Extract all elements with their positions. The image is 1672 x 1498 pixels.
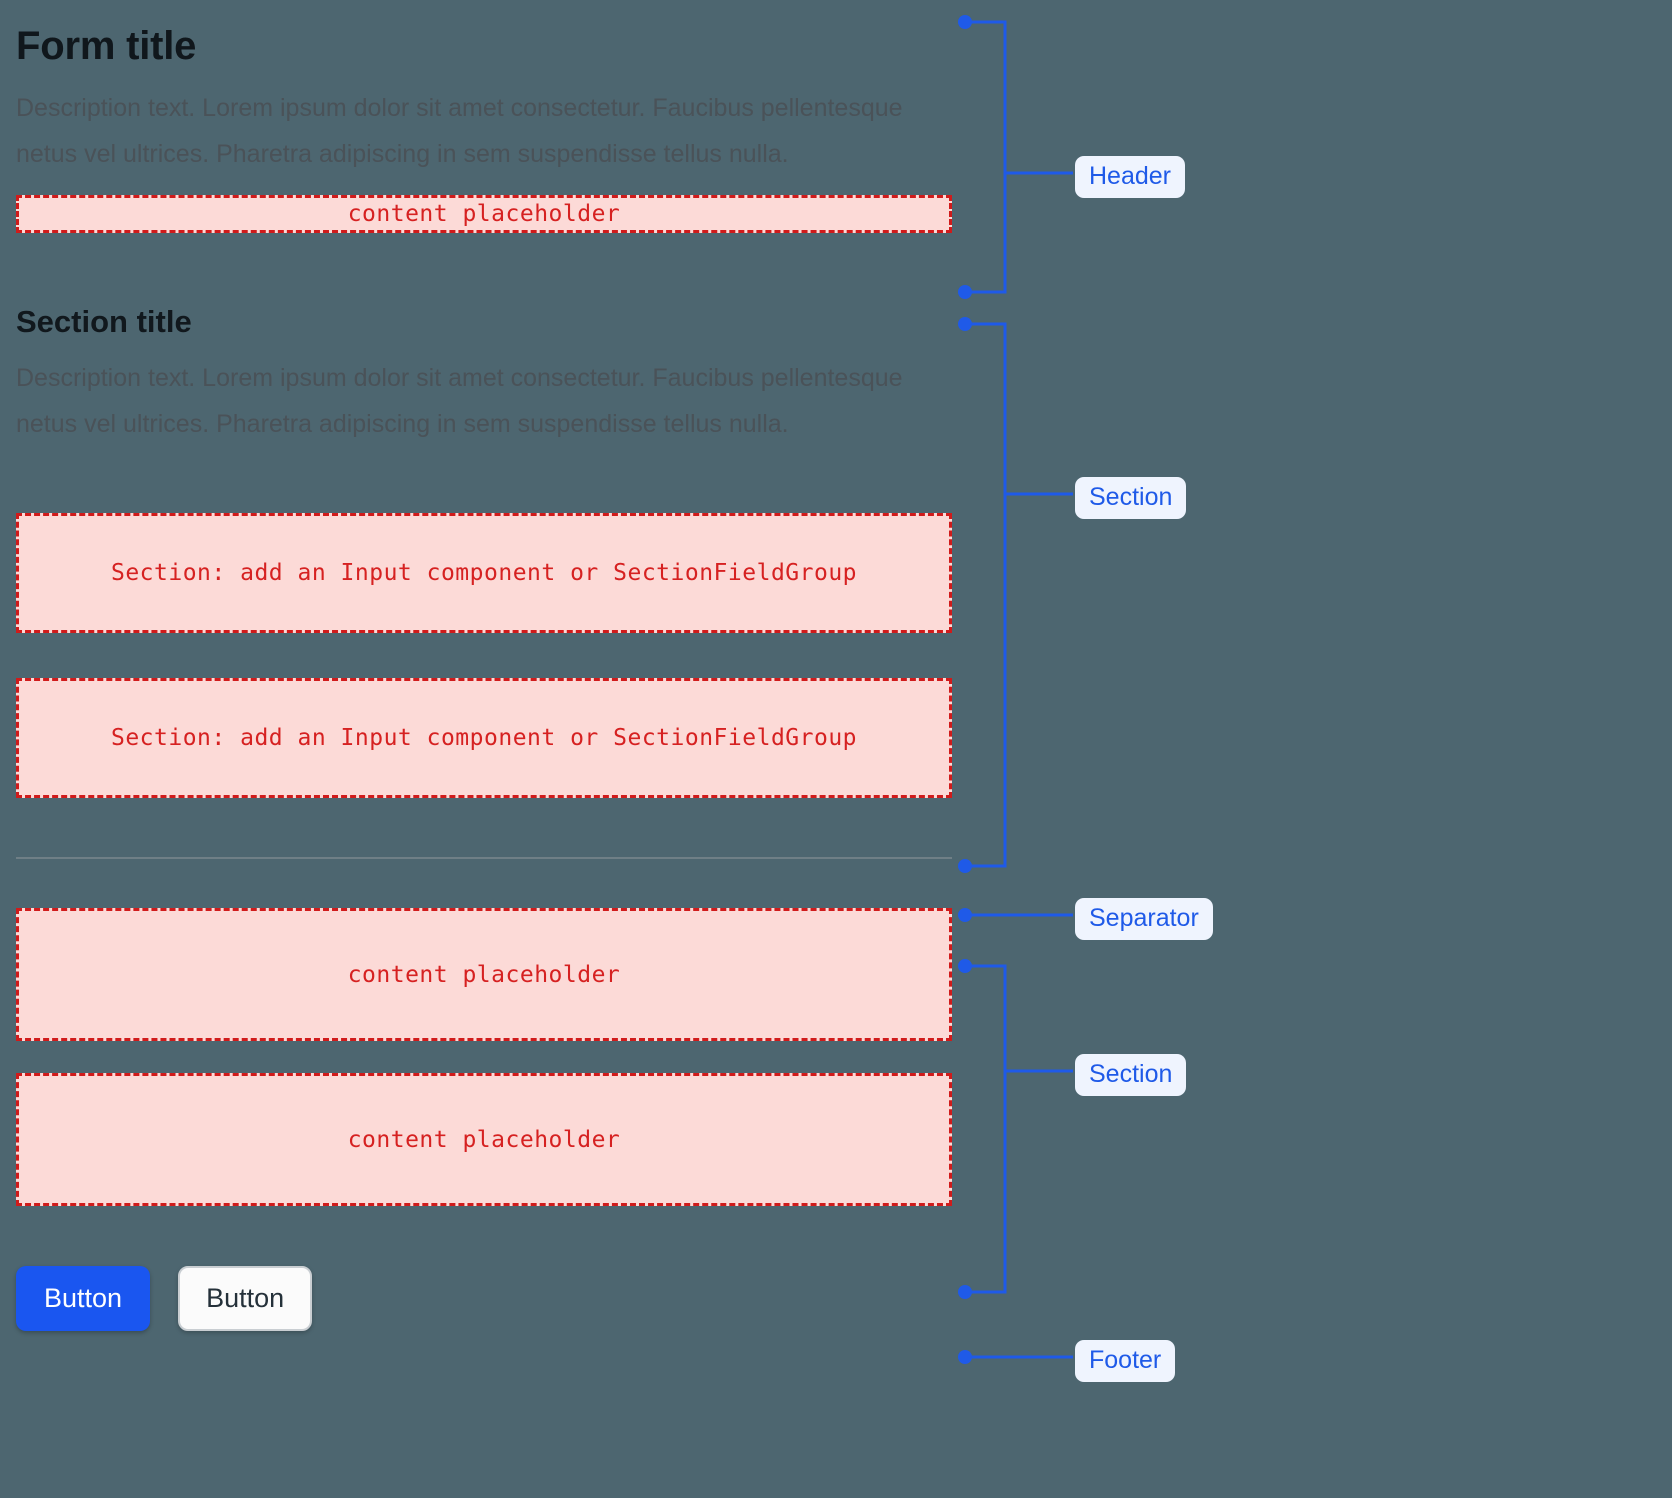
section-two-placeholder-2-label: content placeholder (347, 1126, 621, 1153)
annotation-bracket-header (958, 15, 1073, 299)
annotation-bracket-section-two (958, 959, 1073, 1299)
page-title: Form title (16, 24, 197, 68)
bracket-dot (958, 908, 972, 922)
annotation-badge-section-one[interactable]: Section (1075, 477, 1187, 519)
section-two-placeholder-1-label: content placeholder (347, 961, 621, 988)
footer-actions: Button Button (16, 1266, 952, 1332)
annotation-leader-separator (958, 908, 1073, 922)
separator (16, 857, 952, 860)
section-title: Section title (16, 304, 192, 339)
section-description: Description text. Lorem ipsum dolor sit … (16, 364, 903, 438)
annotation-badge-section-two[interactable]: Section (1075, 1054, 1187, 1096)
header-placeholder-label: content placeholder (347, 201, 621, 227)
bracket-dot (958, 959, 972, 973)
bracket-dot (958, 859, 972, 873)
section-field-placeholder-2: Section: add an Input component or Secti… (16, 678, 952, 799)
section-two-placeholder-1: content placeholder (16, 908, 952, 1042)
bracket-dot (958, 1285, 972, 1299)
section-field-placeholder-1-label: Section: add an Input component or Secti… (110, 560, 858, 587)
bracket-dot (958, 1350, 972, 1364)
annotation-badge-header[interactable]: Header (1075, 156, 1185, 198)
form-container: Form title Description text. Lorem ipsum… (16, 0, 952, 1332)
bracket-dot (958, 15, 972, 29)
annotation-badge-footer[interactable]: Footer (1075, 1340, 1176, 1382)
bracket-dot (958, 285, 972, 299)
header-content-placeholder: content placeholder (16, 195, 952, 233)
annotation-leader-footer (958, 1350, 1073, 1364)
section-two-placeholder-2: content placeholder (16, 1073, 952, 1207)
bracket-dot (958, 317, 972, 331)
section-field-placeholder-1: Section: add an Input component or Secti… (16, 513, 952, 634)
header-description: Description text. Lorem ipsum dolor sit … (16, 94, 903, 168)
section-field-placeholder-2-label: Section: add an Input component or Secti… (110, 725, 858, 752)
annotation-badge-separator[interactable]: Separator (1075, 898, 1213, 940)
secondary-button[interactable]: Button (178, 1266, 313, 1332)
annotation-bracket-section-one (958, 317, 1073, 873)
primary-button[interactable]: Button (16, 1266, 151, 1332)
